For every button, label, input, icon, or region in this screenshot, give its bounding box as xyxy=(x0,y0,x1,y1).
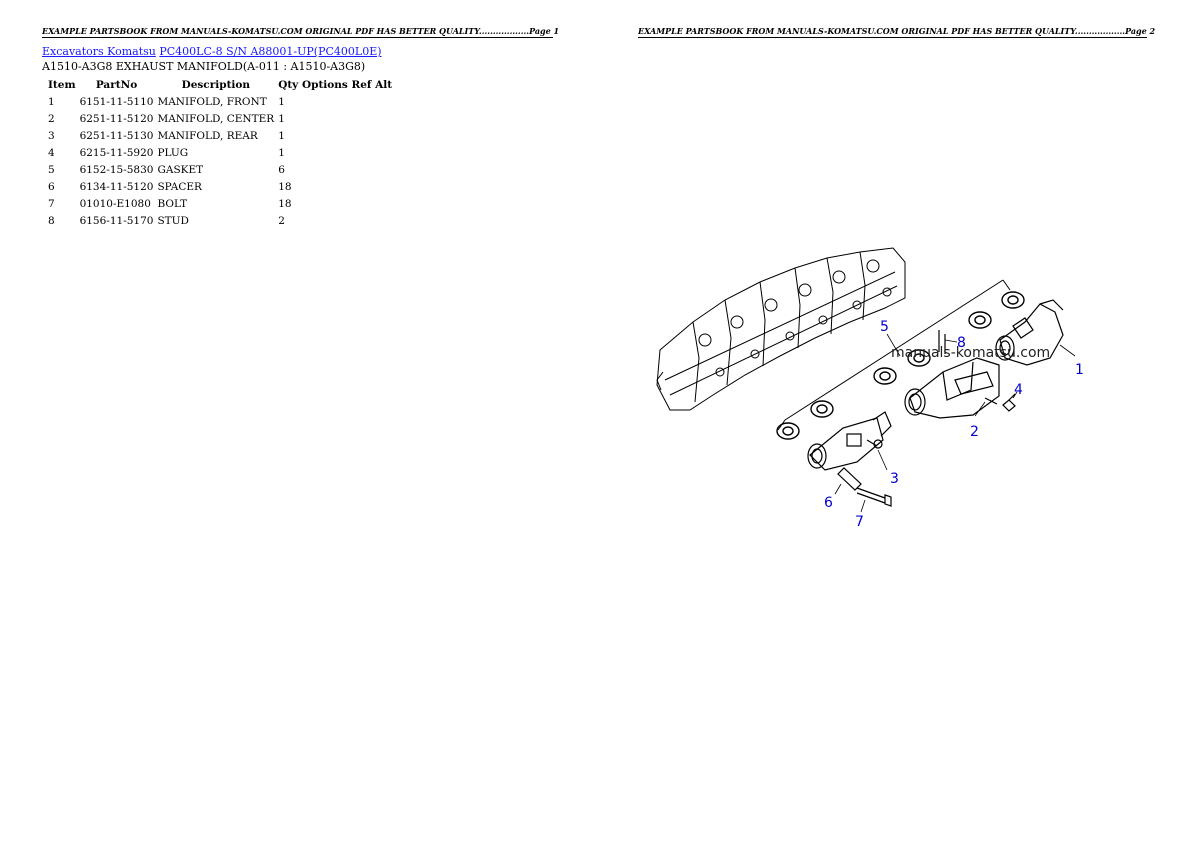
cell-partno: 01010-E1080 xyxy=(79,197,151,210)
page-1: EXAMPLE PARTSBOOK FROM MANUALS-KOMATSU.C… xyxy=(42,26,560,229)
header-partno: PartNo xyxy=(95,78,138,91)
callout-8[interactable]: 8 xyxy=(957,335,966,351)
gasket-parts xyxy=(776,291,1025,440)
cell-description: MANIFOLD, FRONT xyxy=(157,95,267,108)
cell-qty: 18 xyxy=(278,197,292,210)
cell-description: MANIFOLD, CENTER xyxy=(157,112,275,125)
cell-item: 2 xyxy=(48,112,55,125)
bolt-drawing xyxy=(856,487,892,507)
plug-drawing xyxy=(1002,393,1016,412)
cell-qty: 18 xyxy=(278,180,292,193)
table-row: 4 6215-11-5920 PLUG 1 xyxy=(44,144,394,161)
cell-description: STUD xyxy=(157,214,189,227)
cell-description: SPACER xyxy=(157,180,202,193)
leader-lines xyxy=(834,333,1076,513)
breadcrumb-category-link[interactable]: Excavators Komatsu xyxy=(42,45,156,58)
cell-item: 8 xyxy=(48,214,55,227)
header-qty-options-ref-alt: Qty Options Ref Alt xyxy=(276,76,394,93)
cell-item: 1 xyxy=(48,95,55,108)
cell-item: 7 xyxy=(48,197,55,210)
cell-description: BOLT xyxy=(157,197,188,210)
table-row: 7 01010-E1080 BOLT 18 xyxy=(44,195,394,212)
cell-item: 4 xyxy=(48,146,55,159)
cell-qty: 1 xyxy=(278,129,285,142)
cell-partno: 6251-11-5130 xyxy=(79,129,154,142)
callout-7[interactable]: 7 xyxy=(855,514,864,530)
callout-4[interactable]: 4 xyxy=(1014,382,1023,398)
table-row: 3 6251-11-5130 MANIFOLD, REAR 1 xyxy=(44,127,394,144)
breadcrumb: Excavators Komatsu PC400LC-8 S/N A88001-… xyxy=(42,45,382,58)
callout-3[interactable]: 3 xyxy=(890,471,899,487)
header-ref: Ref xyxy=(351,78,372,91)
page-title: A1510-A3G8 EXHAUST MANIFOLD(A-011 : A151… xyxy=(42,60,366,73)
cell-partno: 6215-11-5920 xyxy=(79,146,154,159)
callout-6[interactable]: 6 xyxy=(824,495,833,511)
cell-qty: 6 xyxy=(278,163,285,176)
header-item: Item xyxy=(48,78,76,91)
cell-qty: 2 xyxy=(278,214,285,227)
cell-description: PLUG xyxy=(157,146,189,159)
cell-description: GASKET xyxy=(157,163,204,176)
exploded-parts-diagram: 1 2 3 4 5 6 7 8 manuals-komatsu.com xyxy=(656,247,1084,530)
watermark: manuals-komatsu.com xyxy=(891,345,1050,361)
page-2-header: EXAMPLE PARTSBOOK FROM MANUALS-KOMATSU.C… xyxy=(638,26,1156,38)
table-row: 8 6156-11-5170 STUD 2 xyxy=(44,212,394,229)
table-row: 1 6151-11-5110 MANIFOLD, FRONT 1 xyxy=(44,93,394,110)
cell-partno: 6152-15-5830 xyxy=(79,163,154,176)
cell-partno: 6156-11-5170 xyxy=(79,214,154,227)
spacer-drawing xyxy=(837,467,862,491)
manifold-center-drawing xyxy=(904,357,1000,419)
table-header-row: Item PartNo Description Qty Options Ref … xyxy=(44,76,394,93)
header-options: Options xyxy=(301,78,348,91)
cell-item: 3 xyxy=(48,129,55,142)
header-description: Description xyxy=(181,78,251,91)
cell-qty: 1 xyxy=(278,146,285,159)
page-2: EXAMPLE PARTSBOOK FROM MANUALS-KOMATSU.C… xyxy=(595,0,1190,842)
callout-5[interactable]: 5 xyxy=(880,319,889,335)
manifold-rear-drawing xyxy=(807,411,892,471)
cylinder-head-drawing xyxy=(656,247,906,411)
breadcrumb-model-link[interactable]: PC400LC-8 S/N A88001-UP(PC400L0E) xyxy=(159,45,382,58)
table-row: 2 6251-11-5120 MANIFOLD, CENTER 1 xyxy=(44,110,394,127)
manifold-front-drawing xyxy=(995,299,1064,366)
cell-qty: 1 xyxy=(278,112,285,125)
parts-table: Item PartNo Description Qty Options Ref … xyxy=(44,76,394,229)
cell-partno: 6151-11-5110 xyxy=(79,95,154,108)
page-1-header: EXAMPLE PARTSBOOK FROM MANUALS-KOMATSU.C… xyxy=(42,26,560,38)
cell-qty: 1 xyxy=(278,95,285,108)
cell-partno: 6134-11-5120 xyxy=(79,180,154,193)
callout-2[interactable]: 2 xyxy=(970,424,979,440)
header-qty: Qty xyxy=(278,78,299,91)
callout-1[interactable]: 1 xyxy=(1075,362,1084,378)
stud-drawing xyxy=(938,330,946,354)
cell-item: 5 xyxy=(48,163,55,176)
cell-partno: 6251-11-5120 xyxy=(79,112,154,125)
cell-description: MANIFOLD, REAR xyxy=(157,129,258,142)
header-alt: Alt xyxy=(375,78,393,91)
table-row: 5 6152-15-5830 GASKET 6 xyxy=(44,161,394,178)
cell-item: 6 xyxy=(48,180,55,193)
table-row: 6 6134-11-5120 SPACER 18 xyxy=(44,178,394,195)
